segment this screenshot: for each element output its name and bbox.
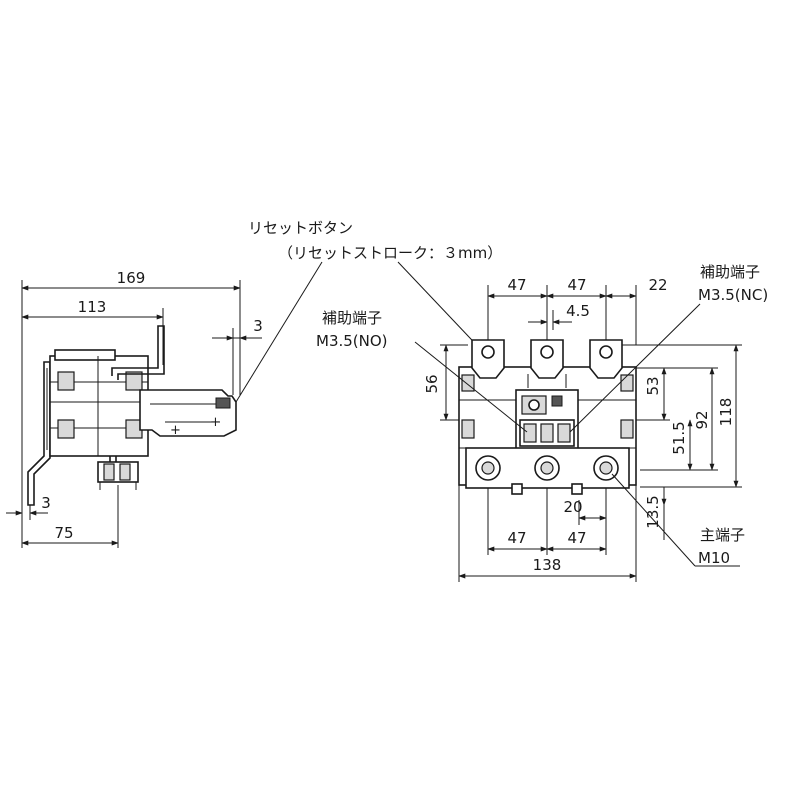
dim-51-5: 51.5 xyxy=(670,421,688,454)
svg-text:+: + xyxy=(210,415,221,430)
aux-no-callout: 補助端子 M3.5(NO) xyxy=(316,309,528,433)
dim-20: 20 xyxy=(563,498,582,516)
dim-13-5: 13.5 xyxy=(644,495,662,528)
top-terminal-1 xyxy=(471,339,505,379)
dim-56: 56 xyxy=(423,374,441,393)
dim-47-top-left: 47 xyxy=(507,276,526,294)
dim-92: 92 xyxy=(693,410,711,429)
main-terminal-title: 主端子 xyxy=(700,526,745,544)
aux-no-title: 補助端子 xyxy=(322,309,382,327)
dim-47-bottom-right: 47 xyxy=(567,529,586,547)
reset-button-label: リセットボタン xyxy=(248,219,353,237)
dim-3-stroke: 3 xyxy=(253,317,263,335)
side-view: + + 169 113 3 3 75 xyxy=(6,269,263,548)
dim-3-plate: 3 xyxy=(41,494,51,512)
dim-75: 75 xyxy=(54,524,73,542)
reset-button-shape xyxy=(215,397,231,409)
dim-138: 138 xyxy=(533,556,562,574)
dim-47-top-right: 47 xyxy=(567,276,586,294)
aux-nc-title: 補助端子 xyxy=(700,263,760,281)
dim-4-5: 4.5 xyxy=(566,302,590,320)
top-terminal-3 xyxy=(589,339,623,379)
reset-button-callout: リセットボタン （リセットストローク：３mm） xyxy=(235,219,506,403)
aux-no-spec: M3.5(NO) xyxy=(316,332,388,350)
dim-169: 169 xyxy=(117,269,146,287)
dim-47-bottom-left: 47 xyxy=(507,529,526,547)
top-terminal-2 xyxy=(530,339,564,379)
dim-53: 53 xyxy=(644,376,662,395)
aux-nc-spec: M3.5(NC) xyxy=(698,286,768,304)
dim-113: 113 xyxy=(78,298,107,316)
dim-118: 118 xyxy=(717,398,735,427)
main-terminal-spec: M10 xyxy=(698,549,730,567)
aux-nc-callout: 補助端子 M3.5(NC) xyxy=(569,263,768,433)
relay-housing xyxy=(139,389,237,437)
svg-text:+: + xyxy=(170,423,181,438)
contactor-body xyxy=(49,355,149,457)
dim-22: 22 xyxy=(648,276,667,294)
reset-stroke-label: （リセットストローク：３mm） xyxy=(278,244,502,262)
front-view: 47 47 22 4.5 56 53 51.5 92 118 13.5 20 4… xyxy=(423,276,742,582)
main-terminal-callout: 主端子 M10 xyxy=(611,473,745,567)
